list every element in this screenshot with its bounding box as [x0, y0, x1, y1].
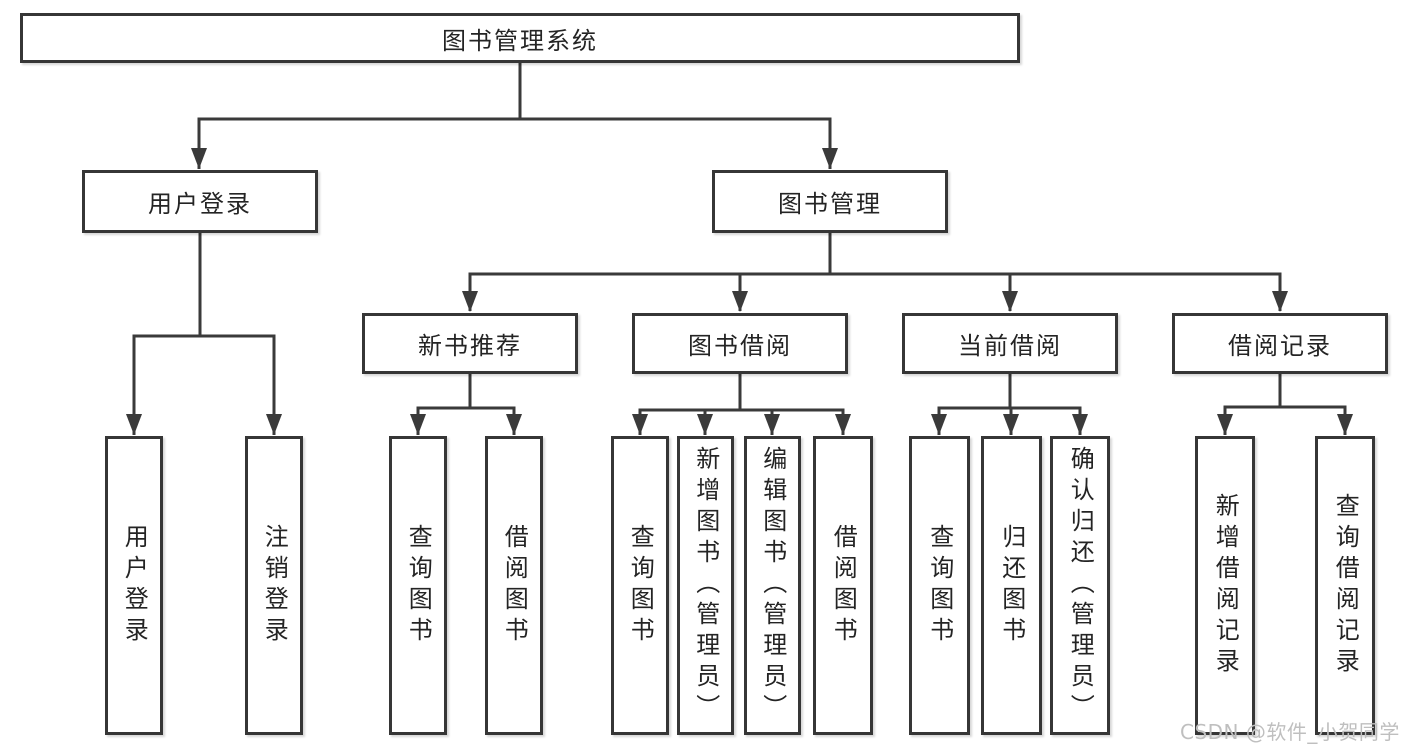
leaf-user-login: 用户登录 — [105, 436, 163, 735]
leaf-bb-borrow-books: 借阅图书 — [813, 436, 873, 735]
leaf-br-query-record: 查询借阅记录 — [1315, 436, 1375, 735]
leaf-bb-edit-books-admin: 编辑图书（管理员） — [744, 436, 801, 735]
leaf-bb-query-books: 查询图书 — [611, 436, 669, 735]
leaf-nb-borrow-books: 借阅图书 — [485, 436, 543, 735]
watermark: CSDN @软件_小贺同学 — [1180, 720, 1400, 744]
arrowheads — [126, 148, 1353, 435]
leaf-nb-query-books: 查询图书 — [389, 436, 447, 735]
node-current-borrow: 当前借阅 — [902, 313, 1118, 374]
leaf-cb-return-books: 归还图书 — [981, 436, 1042, 735]
leaf-logout: 注销登录 — [245, 436, 303, 735]
leaf-cb-query-books: 查询图书 — [909, 436, 970, 735]
node-root: 图书管理系统 — [20, 13, 1020, 63]
leaf-cb-confirm-return-admin: 确认归还（管理员） — [1050, 436, 1110, 735]
node-book-borrow: 图书借阅 — [632, 313, 848, 374]
node-user-login: 用户登录 — [82, 170, 318, 233]
node-borrow-records: 借阅记录 — [1172, 313, 1388, 374]
leaf-br-add-record: 新增借阅记录 — [1195, 436, 1255, 735]
node-new-book-recommend: 新书推荐 — [362, 313, 578, 374]
leaf-bb-add-books-admin: 新增图书（管理员） — [677, 436, 734, 735]
node-book-management: 图书管理 — [712, 170, 948, 233]
